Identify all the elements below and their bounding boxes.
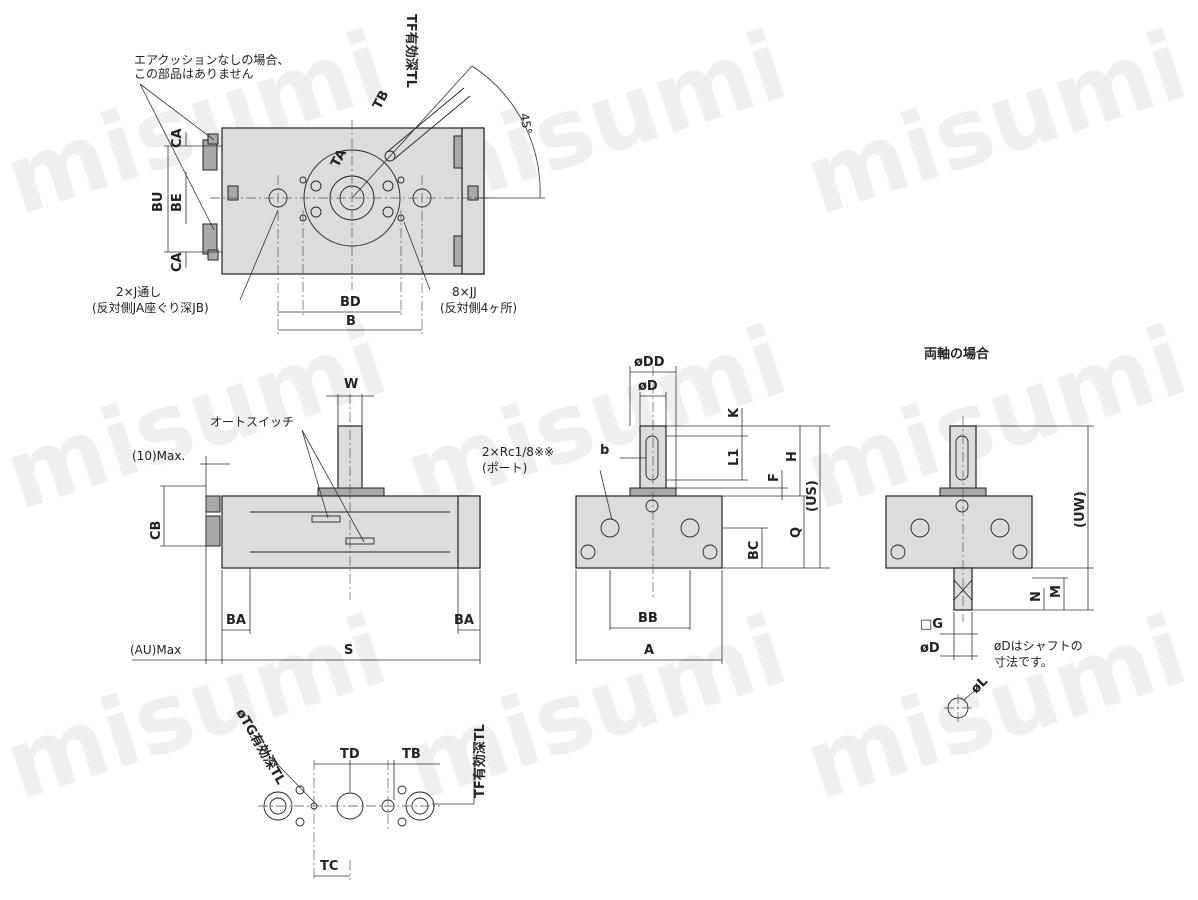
front-body	[575, 495, 723, 569]
label-tf-tl: TF有効深TL	[403, 14, 419, 88]
label-s: S	[344, 643, 353, 658]
label-td: TD	[340, 747, 360, 762]
double-shaft-title: 両軸の場合	[924, 346, 990, 362]
label-tf: TF有効深TL	[472, 724, 488, 798]
front-view: øDD øD K b L1 F H (US) 2×Rc1/8※※ (ポート) Q…	[482, 355, 830, 664]
svg-text:misumi: misumi	[792, 594, 1198, 821]
label-bb: BB	[638, 611, 658, 626]
note-shaft-dim-2: 寸法です。	[994, 655, 1053, 669]
label-h: H	[785, 451, 800, 462]
label-ba-right: BA	[454, 613, 474, 628]
side-view: W オートスイッチ (10)Max. CB BA BA (AU)Max S	[130, 377, 481, 664]
label-autoswitch: オートスイッチ	[210, 415, 294, 429]
svg-text:misumi: misumi	[0, 594, 399, 821]
label-tc: TC	[320, 859, 338, 874]
label-bu: BU	[151, 192, 166, 212]
note-no-cushion: エアクッションなしの場合、	[134, 52, 289, 67]
label-f: F	[767, 473, 782, 482]
note-shaft-dim: øDはシャフトの	[994, 639, 1083, 653]
label-port-2: (ポート)	[482, 461, 527, 475]
label-b-small: b	[600, 443, 609, 458]
double-shaft-view: 両軸の場合 (UW) N M □G øD øDはシャフトの 寸	[885, 346, 1094, 722]
label-tb-detail: TB	[402, 747, 421, 762]
label-ta: TA	[328, 147, 350, 170]
label-g: □G	[920, 617, 943, 632]
label-be: BE	[170, 193, 185, 212]
label-cb: CB	[149, 521, 164, 540]
label-ba-left: BA	[226, 613, 246, 628]
label-us: (US)	[805, 480, 820, 512]
label-angle: 45°	[517, 112, 534, 135]
label-w: W	[344, 377, 358, 392]
label-dd: øDD	[634, 355, 665, 370]
label-j-hole: 2×J通し	[116, 285, 161, 299]
label-n: N	[1029, 591, 1044, 602]
label-jj-2: (反対側4ヶ所)	[440, 301, 517, 315]
label-q: Q	[789, 527, 804, 538]
label-ca-bottom: CA	[170, 252, 185, 272]
svg-text:misumi: misumi	[392, 594, 799, 821]
label-ca-top: CA	[170, 128, 185, 148]
label-d-double: øD	[920, 641, 940, 656]
label-uw: (UW)	[1073, 491, 1088, 528]
label-10-max: (10)Max.	[132, 449, 185, 463]
double-body	[885, 495, 1033, 569]
label-bd: BD	[340, 295, 361, 310]
label-au-max: (AU)Max	[130, 643, 181, 657]
label-k: K	[727, 407, 742, 418]
label-bc: BC	[747, 541, 762, 560]
label-j-hole-2: (反対側JA座ぐり深JB)	[92, 300, 209, 315]
label-l1: L1	[727, 449, 742, 466]
label-a: A	[644, 643, 654, 658]
top-view: エアクッションなしの場合、 この部品はありません TF有効深TL 45° TB …	[92, 14, 545, 335]
label-jj: 8×JJ	[452, 285, 477, 299]
svg-text:misumi: misumi	[792, 9, 1198, 236]
label-d: øD	[638, 379, 658, 394]
label-port: 2×Rc1/8※※	[482, 445, 554, 459]
side-body	[221, 495, 481, 569]
label-m: M	[1049, 585, 1064, 598]
note-no-cushion-2: この部品はありません	[134, 66, 254, 81]
label-b: B	[346, 314, 356, 329]
